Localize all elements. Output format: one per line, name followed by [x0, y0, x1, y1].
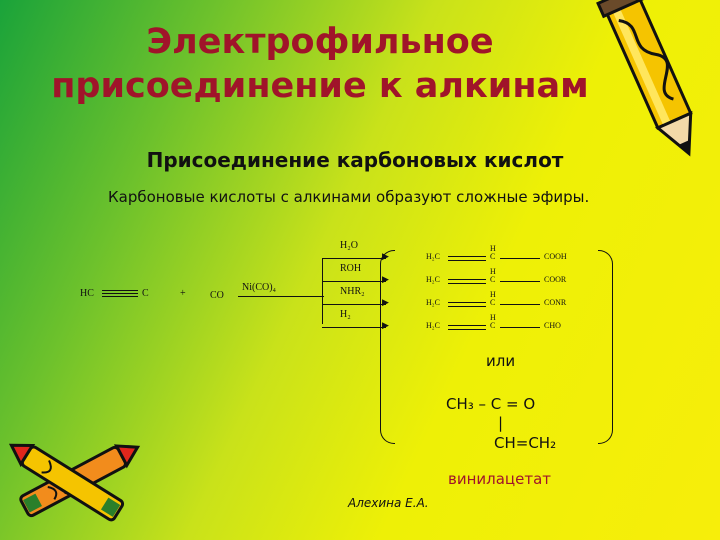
- product-c: C: [490, 298, 496, 307]
- reagent-arrow-head: ▶: [382, 297, 389, 307]
- product-ch2: H₂C: [426, 252, 440, 261]
- product-group: CONR: [544, 298, 567, 307]
- product-h: H: [490, 290, 496, 299]
- plus-sign: +: [180, 288, 186, 299]
- crayons-icon: [8, 443, 141, 522]
- triple-bond-line: [102, 296, 138, 297]
- bracket-right: [598, 250, 613, 444]
- reagent-label: H₂: [340, 309, 351, 320]
- title-line-1: Электрофильное: [146, 22, 494, 62]
- reagent-arrow-line: [322, 258, 386, 259]
- product-single-bond: [500, 281, 540, 282]
- reagent-arrow-line: [322, 327, 386, 328]
- intro-text: Карбоновые кислоты с алкинами образуют с…: [108, 188, 590, 206]
- reactant-hc: HC: [80, 288, 94, 299]
- reactant-co: CO: [210, 290, 224, 301]
- reactant-c: C: [142, 288, 149, 299]
- product-group: CHO: [544, 321, 561, 330]
- branch-line: [322, 258, 323, 324]
- product-double-bond: [448, 325, 486, 330]
- product-double-bond: [448, 279, 486, 284]
- catalyst-arrow-line: [238, 296, 324, 297]
- product-name: винилацетат: [448, 470, 552, 488]
- vinyl-acetate-formula-line3: CH=CH₂: [494, 434, 557, 452]
- product-double-bond: [448, 256, 486, 261]
- author-label: Алехина Е.А.: [348, 496, 429, 510]
- product-single-bond: [500, 304, 540, 305]
- pencil-icon: [596, 0, 693, 157]
- product-ch2: H₂C: [426, 275, 440, 284]
- title-line-2: присоединение к алкинам: [51, 66, 589, 106]
- product-single-bond: [500, 258, 540, 259]
- product-h: H: [490, 313, 496, 322]
- product-c: C: [490, 252, 496, 261]
- product-ch2: H₂C: [426, 321, 440, 330]
- triple-bond-line: [102, 293, 138, 294]
- bracket-left: [380, 250, 395, 444]
- product-group: COOR: [544, 275, 567, 284]
- reagent-arrow-line: [322, 281, 386, 282]
- product-ch2: H₂C: [426, 298, 440, 307]
- reagent-arrow-head: ▶: [382, 274, 389, 284]
- reagent-arrow-head: ▶: [382, 320, 389, 330]
- reagent-label: H₂O: [340, 240, 358, 251]
- reagent-label: ROH: [340, 263, 362, 274]
- product-c: C: [490, 321, 496, 330]
- vinyl-acetate-formula-line1: CH₃ – C = O: [446, 395, 536, 413]
- page-title: Электрофильное присоединение к алкинам: [0, 20, 640, 108]
- triple-bond-line: [102, 290, 138, 291]
- reagent-arrow-line: [322, 304, 386, 305]
- product-double-bond: [448, 302, 486, 307]
- product-single-bond: [500, 327, 540, 328]
- catalyst-label: Ni(CO)₄: [242, 282, 277, 293]
- reagent-label: NHR₂: [340, 286, 365, 297]
- product-h: H: [490, 244, 496, 253]
- vinyl-acetate-bond: |: [498, 414, 504, 432]
- product-h: H: [490, 267, 496, 276]
- subtitle: Присоединение карбоновых кислот: [146, 148, 564, 172]
- product-c: C: [490, 275, 496, 284]
- or-label: или: [486, 352, 516, 370]
- product-group: COOH: [544, 252, 567, 261]
